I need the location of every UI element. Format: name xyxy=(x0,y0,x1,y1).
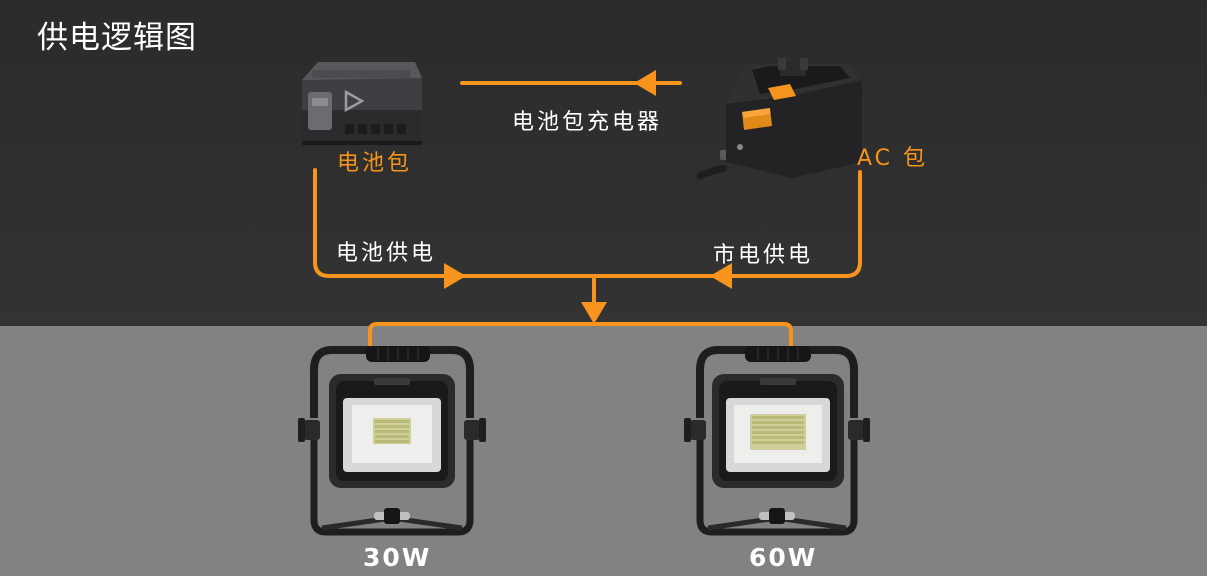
diagram-title: 供电逻辑图 xyxy=(37,20,197,56)
split-line xyxy=(368,322,793,354)
mains-supply-line xyxy=(710,170,862,278)
connectors xyxy=(313,81,862,354)
bottom-background xyxy=(0,326,1207,576)
charger-arrow xyxy=(634,70,656,96)
charger-label: 电池包充电器 xyxy=(512,110,663,135)
battery-supply-arrow xyxy=(444,263,466,289)
ac-pack-image xyxy=(696,58,862,180)
top-background xyxy=(0,0,1207,326)
battery-supply-line xyxy=(313,168,462,278)
mains-supply-arrow xyxy=(710,263,732,289)
floodlight-30w-image xyxy=(298,346,486,536)
ac-pack-label: AC 包 xyxy=(857,146,929,171)
floodlight-60w-image xyxy=(684,346,870,536)
mains-supply-label: 市电供电 xyxy=(713,243,814,268)
floodlight-30w-label: 30W xyxy=(363,543,432,572)
down-arrow xyxy=(581,302,607,324)
battery-pack-label: 电池包 xyxy=(337,151,413,176)
arrowheads xyxy=(444,70,732,324)
battery-supply-label: 电池供电 xyxy=(336,241,437,266)
battery-pack-image xyxy=(302,62,422,145)
floodlight-60w-label: 60W xyxy=(749,543,818,572)
